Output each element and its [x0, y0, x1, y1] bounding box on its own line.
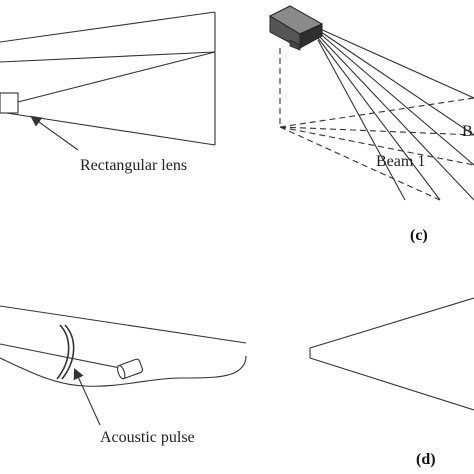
acoustic-pulse-label: Acoustic pulse: [100, 429, 195, 446]
beam-2-partial-label: B: [462, 123, 473, 140]
rectangular-lens-label: Rectangular lens: [80, 157, 187, 174]
acoustic-pulse-wavefront-outer: [56, 324, 70, 380]
beam-rays: [317, 27, 474, 201]
pulse-pointer-arrow: [73, 367, 101, 426]
beam-1-label: Beam 1: [376, 153, 425, 170]
panel-c: Beam 1 B (c): [268, 5, 474, 244]
target-cylinder-icon: [116, 358, 144, 380]
panel-c-label: (c): [410, 227, 428, 244]
acoustic-pulse-wavefront-inner: [61, 324, 75, 380]
fan-bottom-line: [0, 343, 131, 371]
panel-top-left: [0, 11, 216, 151]
rectangular-lens-shape: [0, 92, 19, 114]
cone-top-line: [309, 297, 474, 349]
panel-bottom-left: [0, 305, 247, 426]
footprint-dashes: [279, 48, 474, 201]
panel-d: [309, 297, 474, 411]
sonar-head-icon: [268, 5, 324, 51]
fan-top-line: [0, 305, 247, 344]
beam-cross-line-1: [0, 51, 216, 63]
beam-cross-line-2: [17, 51, 216, 103]
panel-d-label: (d): [416, 451, 436, 468]
seabed-curve: [0, 355, 247, 387]
lens-pointer-arrow: [30, 115, 79, 151]
beam-top-line: [0, 11, 216, 43]
cone-bottom-line: [309, 357, 474, 411]
